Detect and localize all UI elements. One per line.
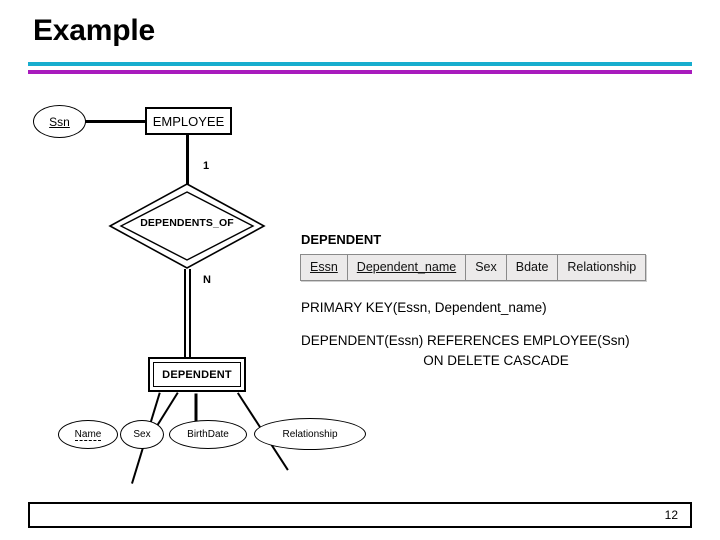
relation-column-dependent-name-label: Dependent_name — [356, 260, 457, 274]
er-weak-entity-inner-border: DEPENDENT — [153, 362, 241, 387]
er-attribute-name: Name — [58, 420, 118, 449]
relation-column-essn-label: Essn — [310, 260, 338, 274]
page-number: 12 — [664, 508, 678, 522]
relation-column-sex-label: Sex — [475, 260, 497, 274]
relation-column-bdate: Bdate — [506, 255, 559, 280]
relation-schema-table: Essn Dependent_name Sex Bdate Relationsh… — [300, 254, 647, 281]
er-attribute-sex: Sex — [120, 420, 164, 449]
er-attribute-relationship: Relationship — [254, 418, 366, 450]
er-relationship-dependents-of: DEPENDENTS_OF — [108, 182, 266, 270]
er-attribute-relationship-label: Relationship — [282, 428, 338, 440]
page-title: Example — [33, 14, 155, 47]
er-weak-entity-dependent-label: DEPENDENT — [162, 368, 232, 381]
er-attribute-sex-label: Sex — [133, 429, 151, 440]
cardinality-label-1: 1 — [203, 160, 210, 172]
relation-column-relationship: Relationship — [558, 255, 646, 280]
er-attribute-ssn: Ssn — [33, 105, 86, 138]
er-entity-employee-label: EMPLOYEE — [152, 113, 225, 129]
relation-column-essn: Essn — [301, 255, 348, 280]
footer-bar: 12 — [28, 502, 692, 528]
er-entity-employee: EMPLOYEE — [145, 107, 232, 135]
header-rule-cyan — [28, 62, 692, 66]
er-relationship-label: DEPENDENTS_OF — [140, 217, 234, 229]
er-attribute-name-label: Name — [74, 428, 102, 441]
cardinality-label-n: N — [203, 274, 211, 286]
relation-column-relationship-label: Relationship — [567, 260, 637, 274]
connector-relationship-dependent-a — [184, 269, 186, 359]
constraint-primary-key: PRIMARY KEY(Essn, Dependent_name) — [301, 300, 547, 315]
connector-ssn-employee — [85, 120, 146, 123]
relation-title: DEPENDENT — [301, 232, 382, 247]
double-diamond-icon — [108, 183, 266, 269]
connector-relationship-dependent-b — [189, 269, 191, 359]
er-attribute-ssn-label: Ssn — [49, 114, 70, 129]
header-rule-magenta — [28, 70, 692, 74]
er-attribute-birthdate-label: BirthDate — [187, 429, 229, 440]
relation-column-sex: Sex — [466, 255, 507, 280]
relation-column-bdate-label: Bdate — [515, 260, 549, 274]
er-weak-entity-dependent: DEPENDENT — [148, 357, 246, 392]
constraint-foreign-key-line2: ON DELETE CASCADE — [423, 353, 569, 368]
er-attribute-birthdate: BirthDate — [169, 420, 247, 449]
relation-column-dependent-name: Dependent_name — [347, 255, 467, 280]
constraint-foreign-key-line1: DEPENDENT(Essn) REFERENCES EMPLOYEE(Ssn) — [301, 333, 630, 348]
connector-employee-relationship — [186, 134, 189, 186]
connector-dependent-birthdate — [194, 393, 198, 423]
